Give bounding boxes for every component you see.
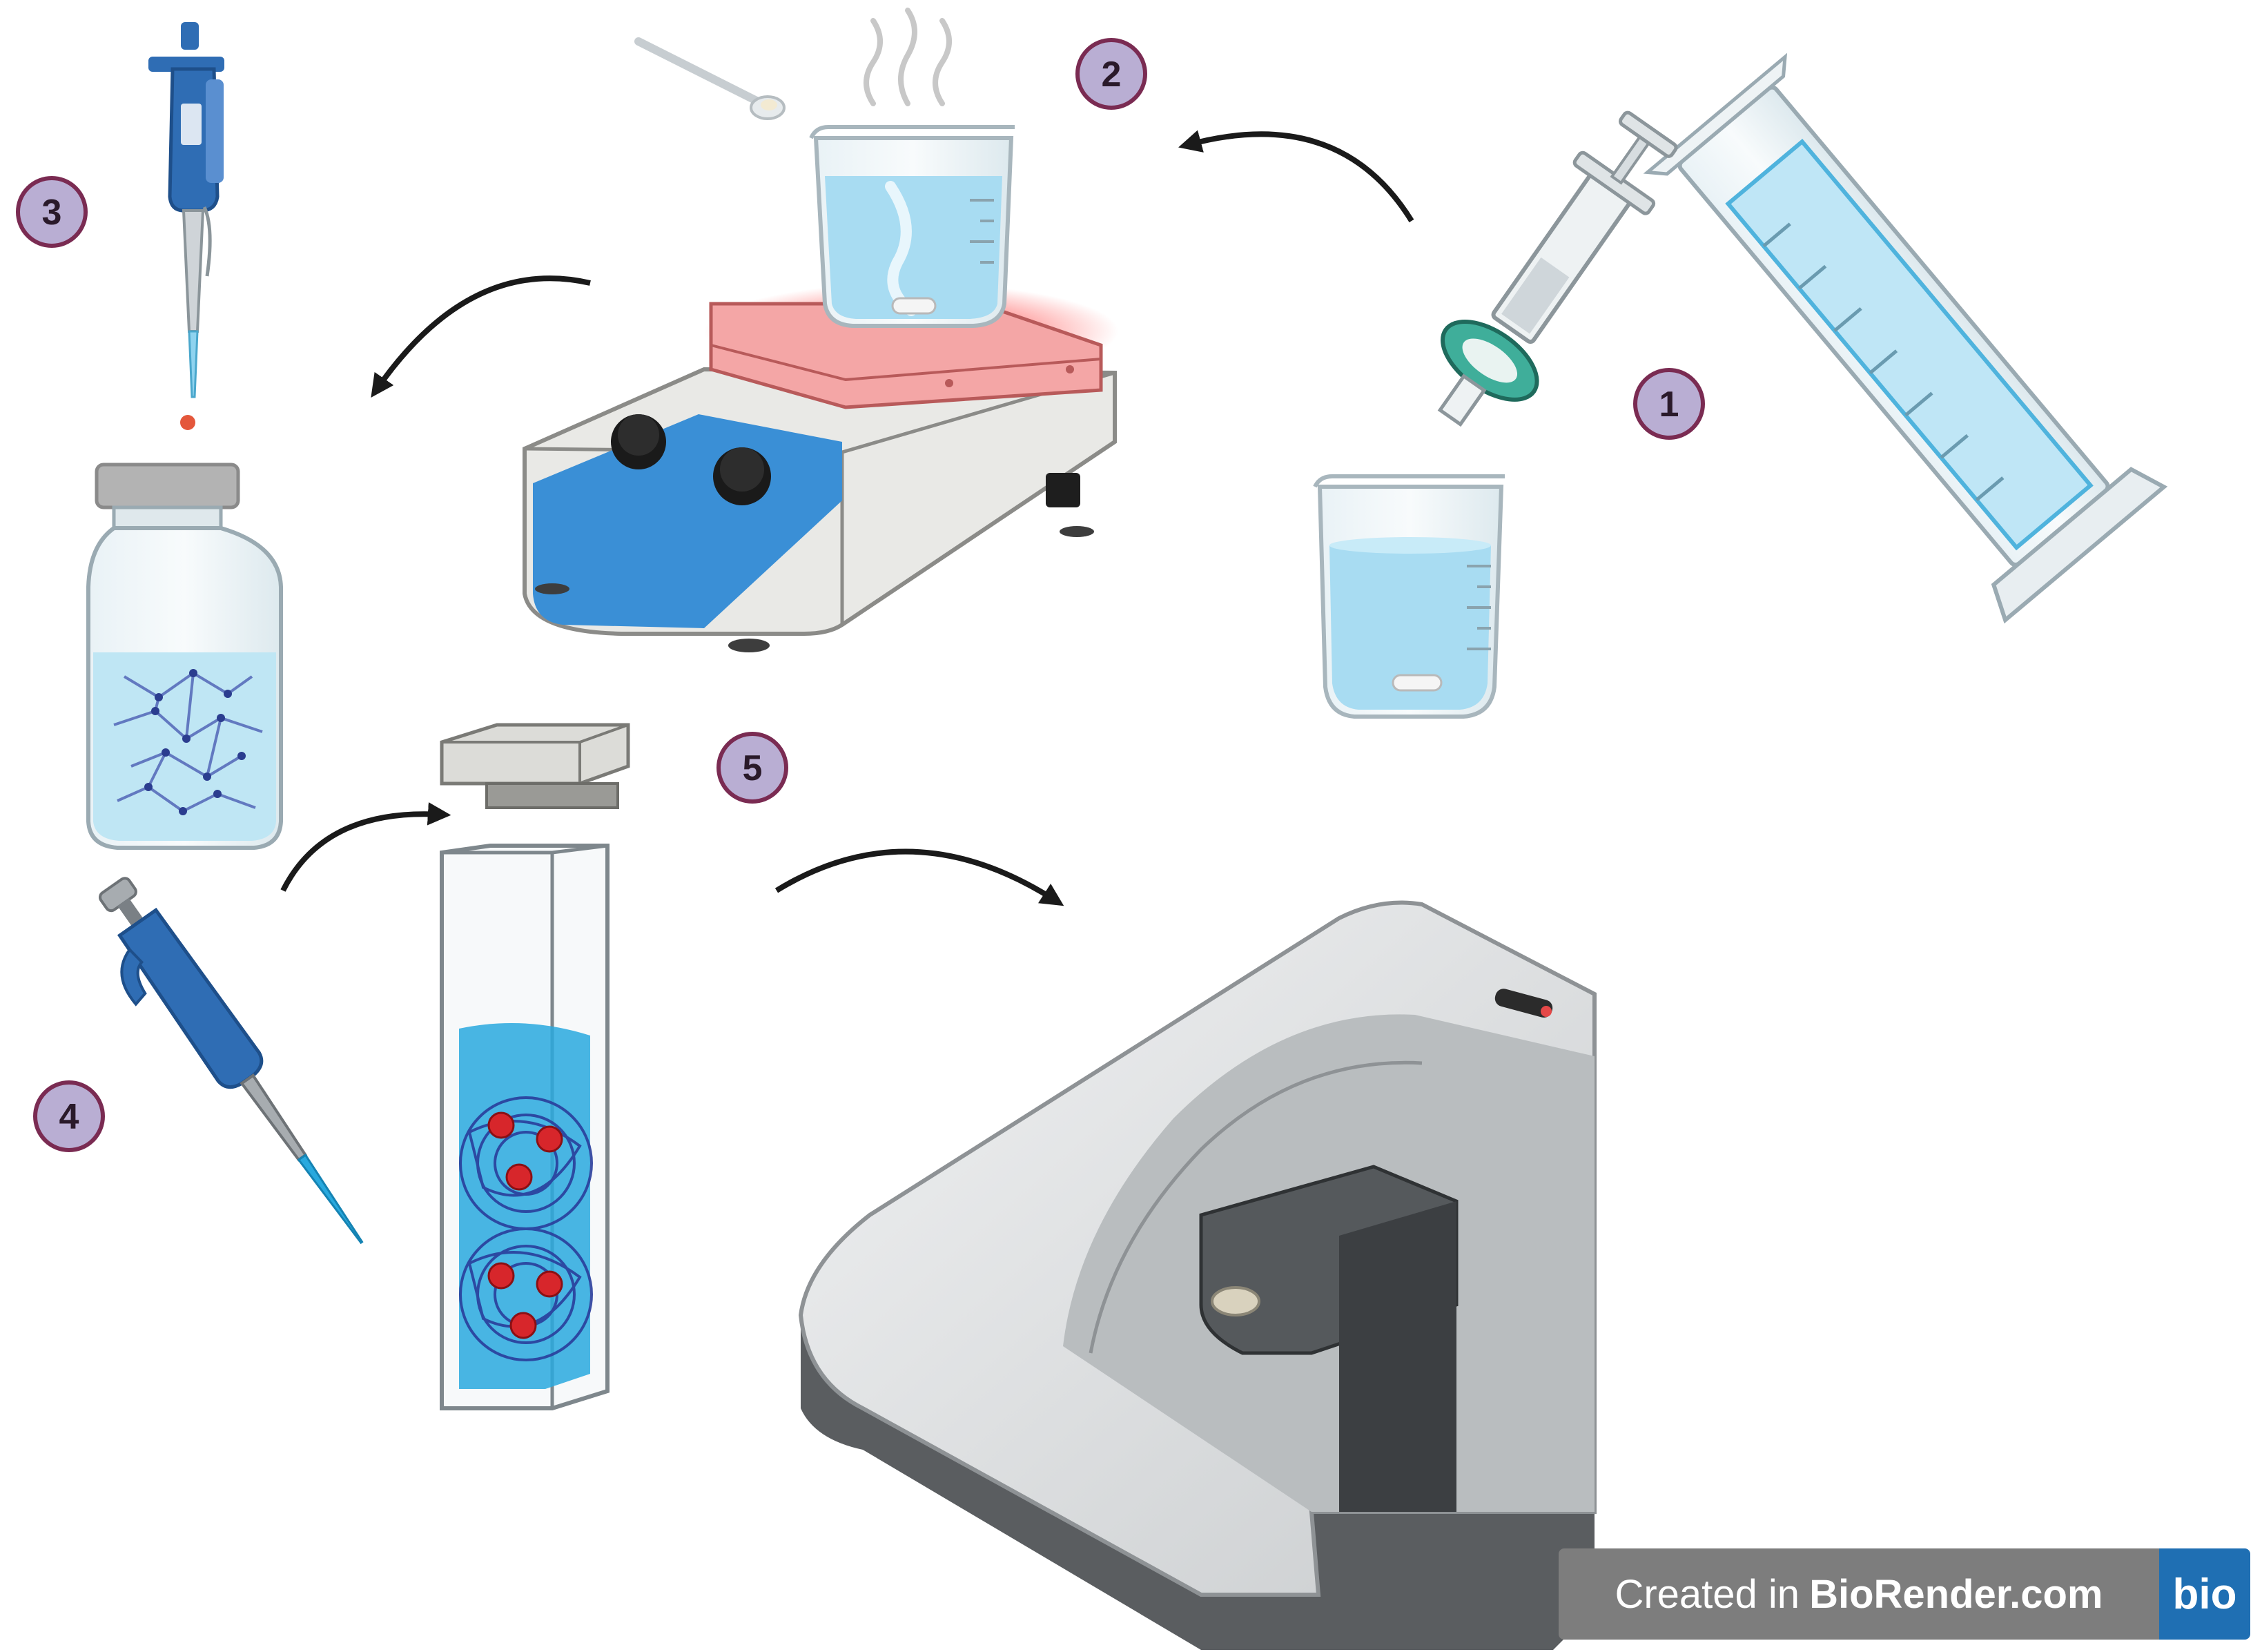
arrow-icon xyxy=(280,802,451,892)
steam-icon xyxy=(864,8,952,106)
step-badge-5: 5 xyxy=(716,732,788,804)
svg-text:3: 3 xyxy=(42,193,62,233)
step-badge-2: 2 xyxy=(1075,38,1147,110)
arrow-icon xyxy=(371,275,591,398)
droplet-icon xyxy=(180,415,195,430)
step-badge-3: 3 xyxy=(16,176,88,248)
watermark-text: Created in BioRender.com xyxy=(1559,1548,2159,1640)
syringe-filter-icon xyxy=(1437,110,1678,427)
arrow-icon xyxy=(774,848,1064,906)
biorender-watermark: Created in BioRender.com bio xyxy=(1559,1548,2250,1640)
graduated-cylinder-icon xyxy=(1643,52,2168,624)
vial-icon xyxy=(86,463,283,850)
spatula-icon xyxy=(634,37,786,120)
svg-text:2: 2 xyxy=(1102,55,1122,95)
watermark-brand: BioRender.com xyxy=(1809,1571,2103,1617)
arrow-icon xyxy=(1178,130,1414,223)
hot-plate-stirrer-icon xyxy=(523,283,1118,652)
watermark-prefix: Created in xyxy=(1615,1571,1800,1617)
micropipette-icon xyxy=(99,877,364,1245)
svg-text:1: 1 xyxy=(1659,385,1679,425)
heated-beaker-icon xyxy=(809,125,1015,328)
svg-text:4: 4 xyxy=(59,1097,79,1137)
step-badge-1: 1 xyxy=(1633,368,1705,440)
cuvette-cap-icon xyxy=(440,723,630,809)
svg-text:5: 5 xyxy=(743,748,763,788)
biorender-logo: bio xyxy=(2159,1548,2250,1640)
spectrophotometer-icon xyxy=(798,900,1597,1650)
step-badge-4: 4 xyxy=(33,1080,105,1152)
cuvette-icon xyxy=(440,844,610,1410)
beaker-icon xyxy=(1313,474,1505,719)
micropipette-icon xyxy=(148,22,224,398)
